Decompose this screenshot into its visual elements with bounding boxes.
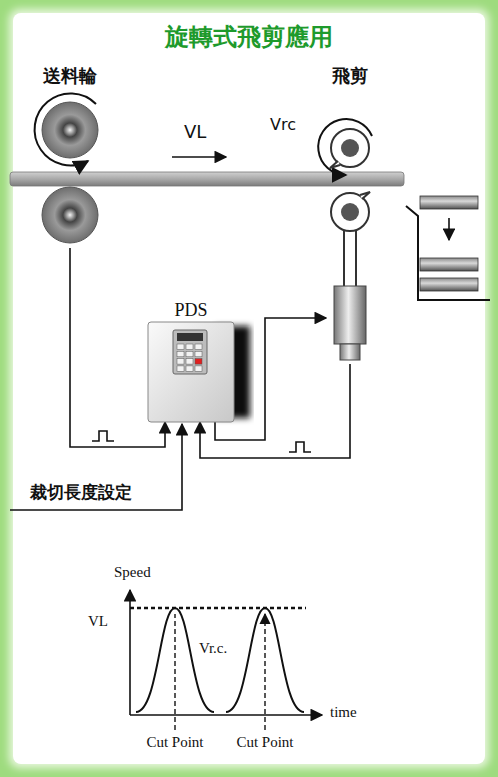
drawing-part <box>341 139 359 157</box>
drawing-part <box>318 119 372 175</box>
drawing-part <box>92 431 114 441</box>
panel <box>13 13 485 764</box>
frame-glow <box>9 9 489 768</box>
drawing-part <box>186 344 193 350</box>
drawing-part <box>420 278 478 291</box>
axis-label: VL <box>88 613 108 630</box>
feed-roller: 送料輪 <box>36 64 104 248</box>
drawing-part <box>177 351 184 357</box>
pulse-symbol <box>92 431 311 452</box>
collect-bin <box>406 196 490 300</box>
node-heading: 送料輪 <box>36 66 104 87</box>
drawing-part <box>195 344 202 350</box>
node-heading: 飛剪 <box>326 66 374 87</box>
drawing-part <box>448 218 450 240</box>
drawing-part <box>177 344 202 371</box>
flying-shear: 飛剪 <box>326 64 374 364</box>
drawing-part <box>334 286 366 344</box>
node-heading: PDS <box>146 300 236 321</box>
drawing-part <box>344 231 356 286</box>
speed-label: VL <box>184 122 206 143</box>
speed-arrow <box>172 156 226 158</box>
title: 旋轉式飛剪應用 <box>0 24 498 52</box>
setpoint-label: 裁切長度設定 <box>30 483 132 503</box>
drawing-part <box>195 366 202 372</box>
drawing-part <box>420 258 478 271</box>
drawing-part <box>360 192 370 199</box>
drawing-part <box>177 366 184 372</box>
drawing-part <box>330 161 340 168</box>
drawing-part <box>148 322 234 422</box>
drawing-part <box>186 351 193 357</box>
cut-point-label: Cut Point <box>230 734 300 751</box>
drawing-part <box>420 196 478 209</box>
drawing-part <box>195 351 202 357</box>
setpoint-wire <box>10 424 182 510</box>
drawing-part <box>186 359 193 365</box>
drawing-part <box>186 366 193 372</box>
axis-label: Speed <box>114 564 151 581</box>
drawing-part <box>173 330 207 374</box>
drawing-part <box>331 193 369 231</box>
drawing-part <box>42 102 98 158</box>
cut-point-label: Cut Point <box>140 734 210 751</box>
drawing-part <box>177 333 203 341</box>
speed-label: Vrc <box>270 116 296 134</box>
drawing-part <box>406 206 490 300</box>
drawing-part <box>130 714 322 716</box>
speed-chart <box>130 590 322 730</box>
drawing-part <box>195 359 202 365</box>
drawing-part <box>341 203 359 221</box>
drawing-part <box>175 614 265 730</box>
drawing-part <box>177 344 184 350</box>
drawing-part <box>177 359 184 365</box>
drawing-part <box>130 607 306 609</box>
drawing-part <box>340 344 360 360</box>
curve-label: Vr.c. <box>198 640 228 657</box>
drawing-part <box>136 608 304 712</box>
pds-drive: PDS <box>146 298 252 422</box>
drawing-part <box>331 129 369 167</box>
feed-roller-shape <box>36 64 104 248</box>
drawing-part <box>42 187 98 243</box>
flying-shear-shape <box>326 64 374 364</box>
drawing-part <box>289 442 311 452</box>
axis-label: time <box>330 704 357 721</box>
